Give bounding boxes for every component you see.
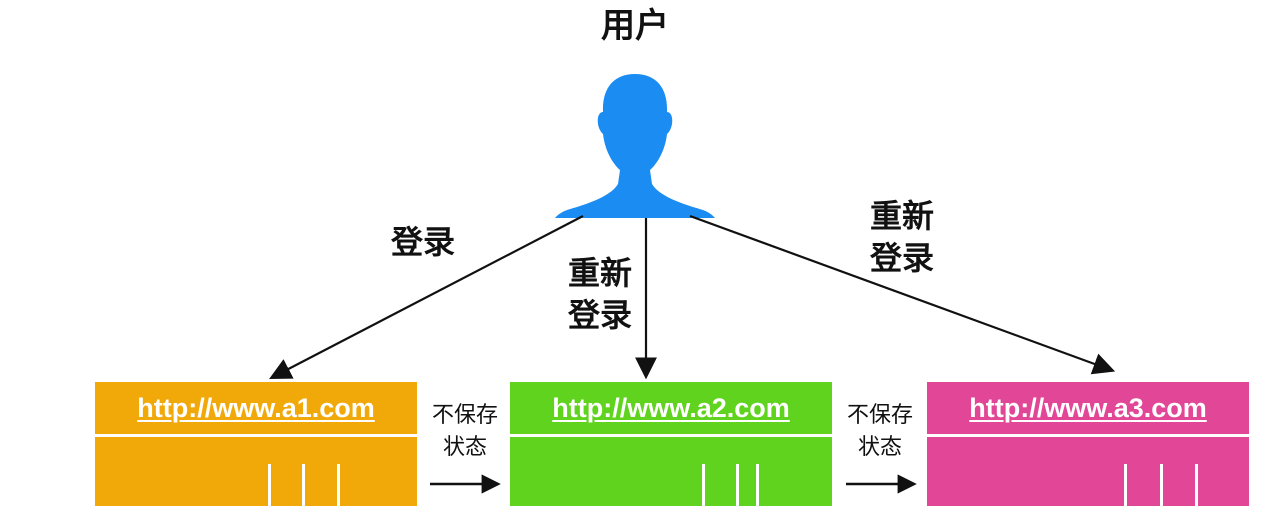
no-state-line1: 不保存 [431, 403, 498, 428]
divider [302, 464, 305, 506]
site-content [927, 437, 1249, 506]
site-box-a2: http://www.a2.com [510, 382, 832, 506]
arrow-to-site1 [269, 215, 584, 380]
no-state-line2: 状态 [442, 434, 487, 460]
site-box-a1: http://www.a1.com [95, 382, 417, 506]
relogin-label-line2: 登录 [567, 295, 632, 334]
site-content [95, 437, 417, 506]
divider [702, 464, 705, 506]
divider [736, 464, 739, 506]
no-state-label-2: 不保存 状态 [835, 400, 925, 464]
relogin-label-line1: 重新 [869, 197, 934, 235]
divider [337, 464, 340, 506]
login-label: 登录 [390, 223, 455, 261]
site-box-a3: http://www.a3.com [927, 382, 1249, 506]
site-header: http://www.a3.com [927, 382, 1249, 437]
site-content [510, 437, 832, 506]
relogin-label-line2: 登录 [869, 238, 934, 277]
relogin-label-line1: 重新 [567, 254, 632, 292]
user-title: 用户 [601, 6, 669, 46]
arrow-to-site3 [689, 214, 1116, 375]
divider [1124, 464, 1127, 506]
no-state-line2: 状态 [857, 434, 902, 460]
site-url-link[interactable]: http://www.a3.com [969, 392, 1207, 423]
site-header: http://www.a2.com [510, 382, 832, 437]
divider [1195, 464, 1198, 506]
relogin-label-site2: 重新 登录 [555, 253, 645, 336]
site-header: http://www.a1.com [95, 382, 417, 437]
divider [268, 464, 271, 506]
no-state-label-1: 不保存 状态 [420, 400, 510, 464]
no-state-line1: 不保存 [846, 403, 913, 428]
site-url-link[interactable]: http://www.a1.com [137, 392, 375, 423]
person-silhouette-icon [555, 74, 715, 218]
relogin-label-site3: 重新 登录 [857, 196, 947, 279]
site-url-link[interactable]: http://www.a2.com [552, 392, 790, 423]
divider [756, 464, 759, 506]
divider [1160, 464, 1163, 506]
